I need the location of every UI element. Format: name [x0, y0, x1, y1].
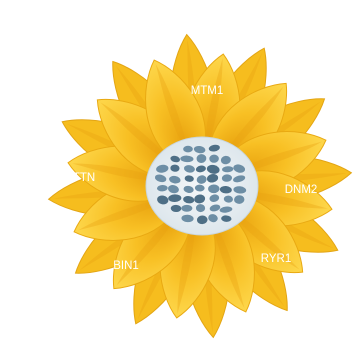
petal-label-bin1: BIN1 — [113, 260, 139, 272]
cell-1 — [183, 146, 193, 153]
petal-label-ryr1: RYR1 — [261, 253, 291, 265]
petal-label-ttn: TTN — [73, 172, 95, 184]
cell-38 — [181, 205, 192, 212]
petal-label-dnm2: DNM2 — [285, 184, 318, 196]
petal-label-mtm1: MTM1 — [191, 85, 224, 97]
flower-center — [146, 137, 258, 235]
